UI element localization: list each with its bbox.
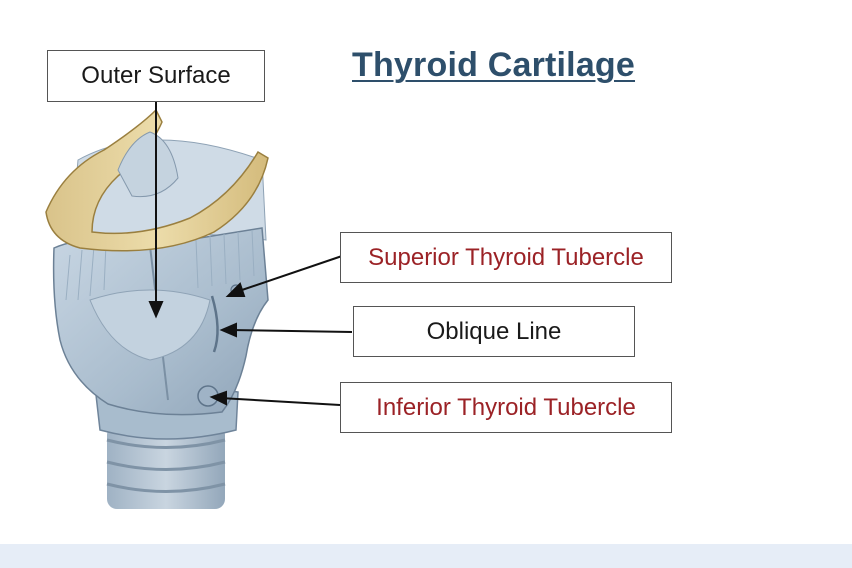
hyoid-bone (45, 108, 269, 252)
slide-title: Thyroid Cartilage (352, 46, 636, 84)
pointer-arrows (148, 102, 353, 406)
muscle-striations (65, 229, 255, 301)
footer-bar (0, 544, 852, 568)
trachea (106, 425, 226, 509)
label-superior-thyroid-tubercle: Superior Thyroid Tubercle (340, 232, 672, 283)
label-oblique-line: Oblique Line (353, 306, 635, 357)
epiglottis (117, 131, 179, 198)
label-outer-surface: Outer Surface (47, 50, 265, 102)
label-inferior-thyroid-tubercle: Inferior Thyroid Tubercle (340, 382, 672, 433)
